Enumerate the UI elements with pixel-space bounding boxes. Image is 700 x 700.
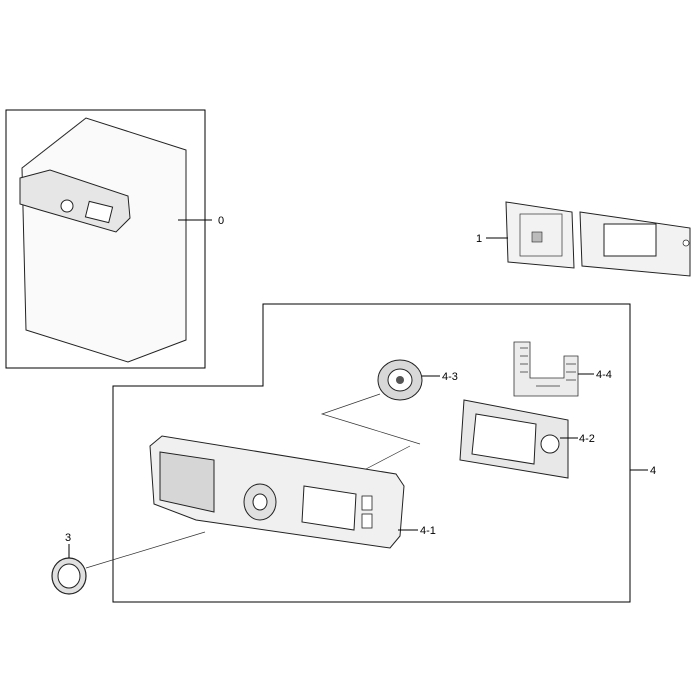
washer-display (84, 200, 114, 224)
washer-cabinet (21, 117, 187, 363)
control-panel-part: 4-1 (149, 435, 436, 549)
label-4-2: 4-2 (579, 433, 595, 445)
pcb-display-window (603, 223, 657, 257)
label-3: 3 (65, 532, 71, 544)
washer-knob (60, 199, 74, 213)
guide-3 (85, 531, 206, 569)
label-4-4: 4-4 (596, 369, 612, 381)
assembly-guide-lines (320, 393, 421, 471)
washer-assembly-frame: 0 (5, 109, 224, 369)
encoder-knob-part: 4-3 (377, 359, 458, 401)
display-screen (471, 413, 537, 465)
label-1: 1 (476, 233, 482, 245)
frame-0 (5, 109, 206, 369)
pcb-assembly: 1 (476, 201, 691, 277)
label-4-3: 4-3 (442, 371, 458, 383)
label-sheet-part: 4-4 (513, 341, 612, 397)
label-4-1: 4-1 (420, 525, 436, 537)
frame-4 (112, 303, 631, 603)
label-4: 4 (650, 465, 656, 477)
panel-display (301, 485, 357, 531)
display-module-part: 4-2 (459, 399, 595, 479)
label-0: 0 (218, 215, 224, 227)
knob-ring-part: 3 (51, 531, 206, 595)
